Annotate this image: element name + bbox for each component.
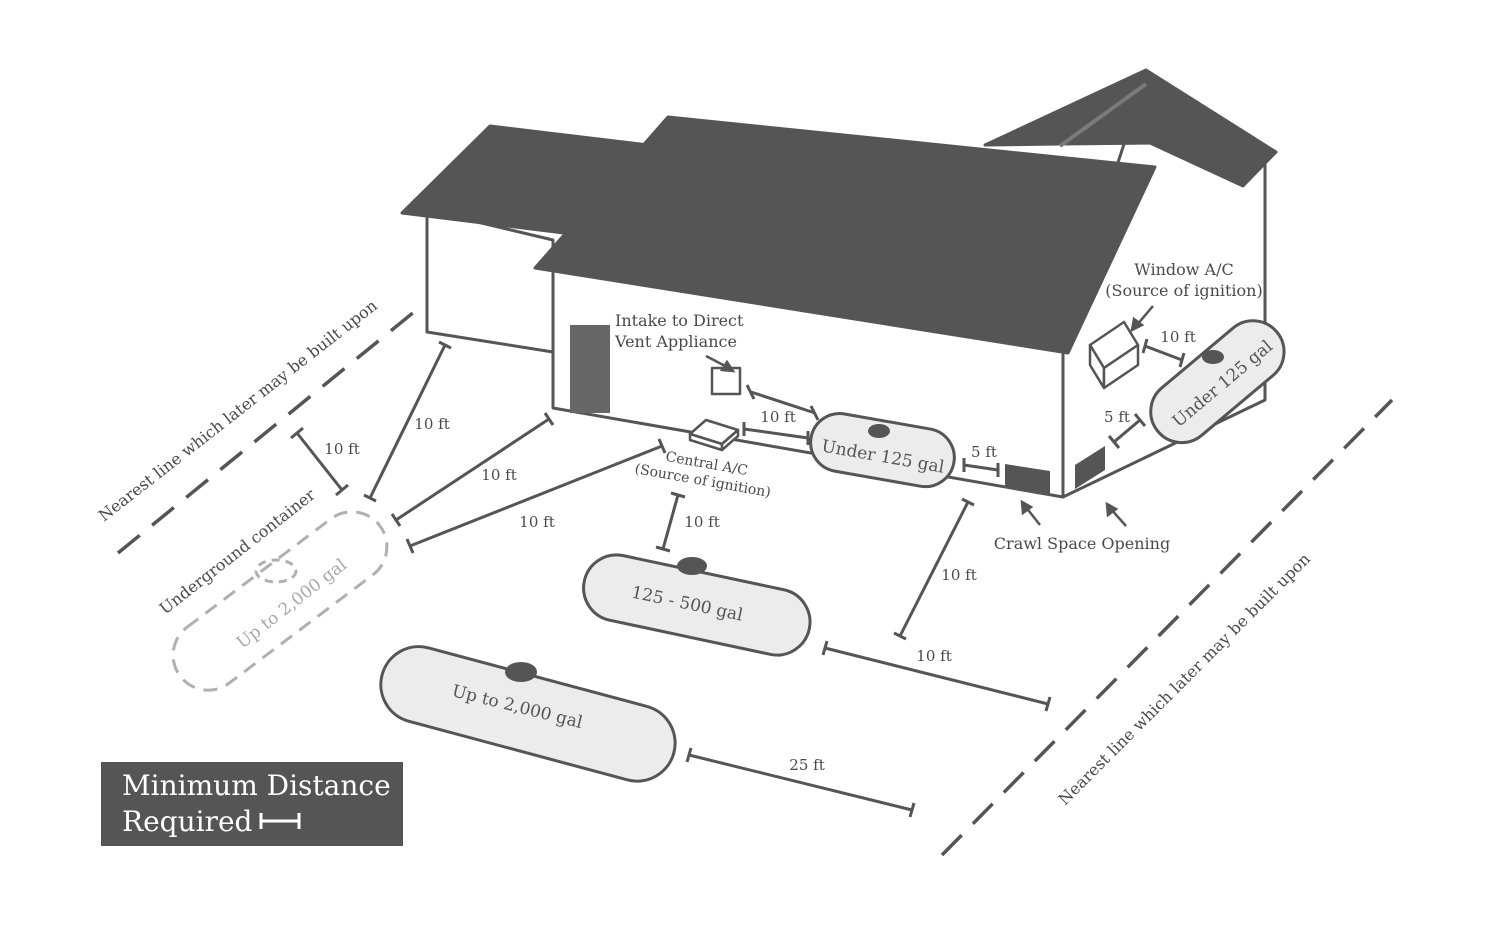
distance-125-500-line: 10 ft [916,647,951,665]
tank-under125-front [809,412,956,489]
legend-box [101,762,403,846]
nearest-line-left-label: Nearest line which later may be built up… [95,296,381,525]
distance-tank-crawl: 5 ft [971,443,997,461]
tank-valve [505,662,537,682]
nearest-line-right-label: Nearest line which later may be built up… [1054,549,1314,809]
tank-under125-side [1149,319,1286,445]
intake-vent [710,366,742,396]
dimension-lines [290,338,1186,818]
distance-side-crawl: 5 ft [1104,408,1130,426]
crawl-space-opening-front [1005,464,1050,496]
right-wing-roof-ridge [1058,82,1148,148]
legend: Minimum Distance Required [101,762,403,846]
window-ac-label-line2: (Source of ignition) [1105,281,1262,300]
tank-up-to-2000 [379,645,677,783]
door [570,325,610,413]
distance-window-ac: 10 ft [1160,328,1195,346]
legend-line2: Required [122,805,253,838]
window-ac-unit [1088,320,1140,390]
tank-valve [1202,350,1224,364]
dimension-symbol-icon [259,813,301,829]
legend-line1: Minimum Distance [122,769,391,802]
distance-underground-ac: 10 ft [519,513,554,531]
crawl-space-label: Crawl Space Opening [994,534,1170,553]
tank-underground-label: Up to 2,000 gal [233,555,351,653]
distance-underground-line: 10 ft [324,440,359,458]
intake-label-line1: Intake to Direct [615,311,744,330]
distance-underground-corner: 10 ft [481,466,516,484]
tank-125-500 [582,553,812,657]
distance-underground-wall: 10 ft [414,415,449,433]
pointer-arrows [705,305,1154,527]
tank-valve [868,424,890,438]
tank-underground [171,510,389,692]
left-wing-wall [425,208,555,354]
distance-125-500-wall: 10 ft [941,566,976,584]
property-line-right [940,398,1394,857]
central-ac-unit [688,418,740,452]
distance-intake: 10 ft [760,408,795,426]
window-ac-label-line1: Window A/C [1134,260,1233,279]
tank-valve [254,558,298,584]
crawl-space-opening-side [1075,446,1105,489]
distance-central-ac: 10 ft [684,513,719,531]
intake-label-line2: Vent Appliance [614,332,737,351]
main-roof [533,115,1157,355]
distance-2000-line: 25 ft [789,756,824,774]
property-line-left [116,301,427,555]
tank-valve [677,557,707,575]
